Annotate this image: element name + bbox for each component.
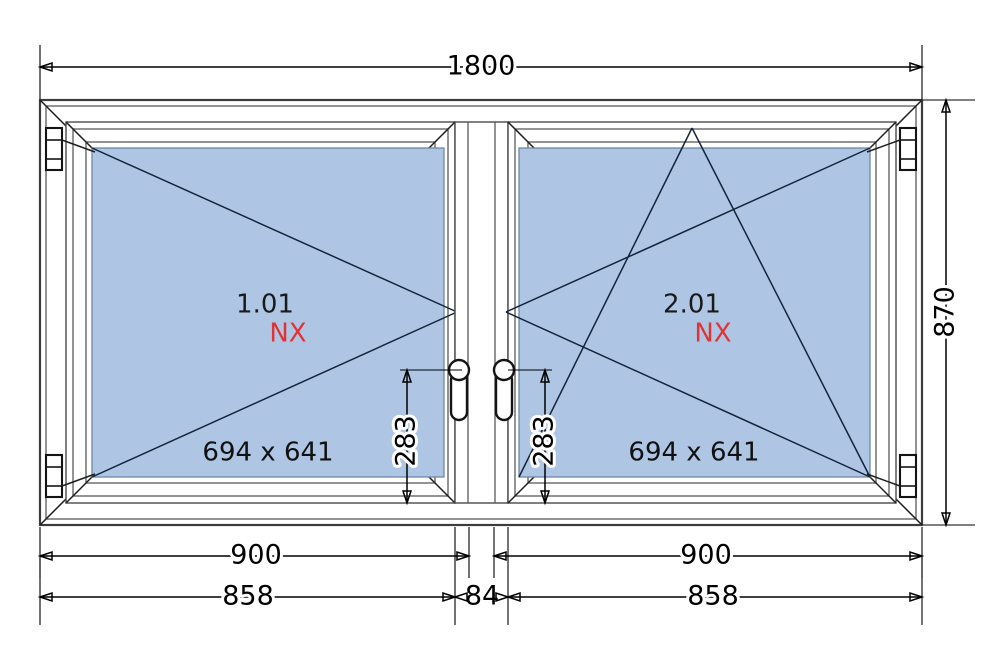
sash-left-glass-dimension: 694 x 641 (202, 438, 333, 468)
handle-left-sash[interactable] (447, 358, 471, 422)
sash-left-number: 1.01 (236, 290, 294, 320)
arrow-right-icon (909, 550, 925, 562)
arrow-down-icon (940, 512, 952, 528)
left-nominal-width-value: 900 (230, 540, 282, 571)
arrow-down-icon (401, 490, 413, 506)
arrow-left-icon (37, 550, 53, 562)
hinge-miter-marks-left (61, 139, 96, 487)
handle-right-sash[interactable] (492, 358, 516, 422)
opening-symbol-left-turn (91, 147, 458, 478)
glass-pane-left (91, 147, 445, 478)
arrow-right-icon (909, 591, 925, 603)
arrow-down-icon (539, 490, 551, 506)
outer-frame (38, 98, 924, 527)
opening-symbol-right-tilt (518, 127, 871, 478)
hinge-miter-marks-right (866, 139, 901, 487)
opening-symbol-right-turn (505, 147, 871, 478)
arrow-left-icon (495, 591, 511, 603)
dimension-right-overall: 870 (916, 97, 975, 528)
arrow-left-icon (491, 550, 507, 562)
arrow-left-icon (37, 591, 53, 603)
arrow-up-icon (539, 367, 551, 383)
hinge-left-top (44, 126, 64, 172)
hinge-right-top (898, 126, 918, 172)
dimension-bottom-sash: 858 84 858 (37, 527, 925, 625)
sash-left[interactable]: 1.01 NX 694 x 641 (65, 121, 458, 504)
dimension-overall-width: 1800 (447, 51, 516, 82)
hinge-right-bottom (898, 453, 918, 499)
left-handle-height-value: 283 (391, 415, 422, 467)
sash-right-code: NX (694, 319, 731, 349)
arrow-up-icon (401, 367, 413, 383)
sash-right[interactable]: 2.01 NX 694 x 641 (505, 121, 897, 504)
arrow-right-icon (452, 591, 468, 603)
center-mullion (454, 121, 509, 504)
arrow-right-icon (909, 61, 925, 73)
arrow-right-icon (442, 591, 458, 603)
hinge-left-bottom (44, 453, 64, 499)
dimension-top-overall: 1800 (37, 45, 925, 100)
arrow-left-icon (505, 591, 521, 603)
left-sash-width-value: 858 (222, 581, 274, 612)
dimension-left-handle-height: 283 (388, 367, 462, 506)
glass-pane-right (518, 147, 871, 478)
arrow-right-icon (456, 550, 472, 562)
arrow-left-icon (37, 61, 53, 73)
sash-left-code: NX (269, 319, 306, 349)
dimension-overall-height: 870 (930, 286, 961, 338)
right-nominal-width-value: 900 (680, 540, 732, 571)
arrow-up-icon (940, 97, 952, 113)
dimension-bottom-nominal: 900 900 (37, 527, 925, 578)
dimension-right-handle-height: 283 (508, 367, 563, 506)
mullion-width-value: 84 (465, 581, 499, 612)
right-handle-height-value: 283 (529, 415, 560, 467)
sash-right-number: 2.01 (663, 290, 721, 320)
sash-right-glass-dimension: 694 x 641 (628, 438, 759, 468)
right-sash-width-value: 858 (687, 581, 739, 612)
